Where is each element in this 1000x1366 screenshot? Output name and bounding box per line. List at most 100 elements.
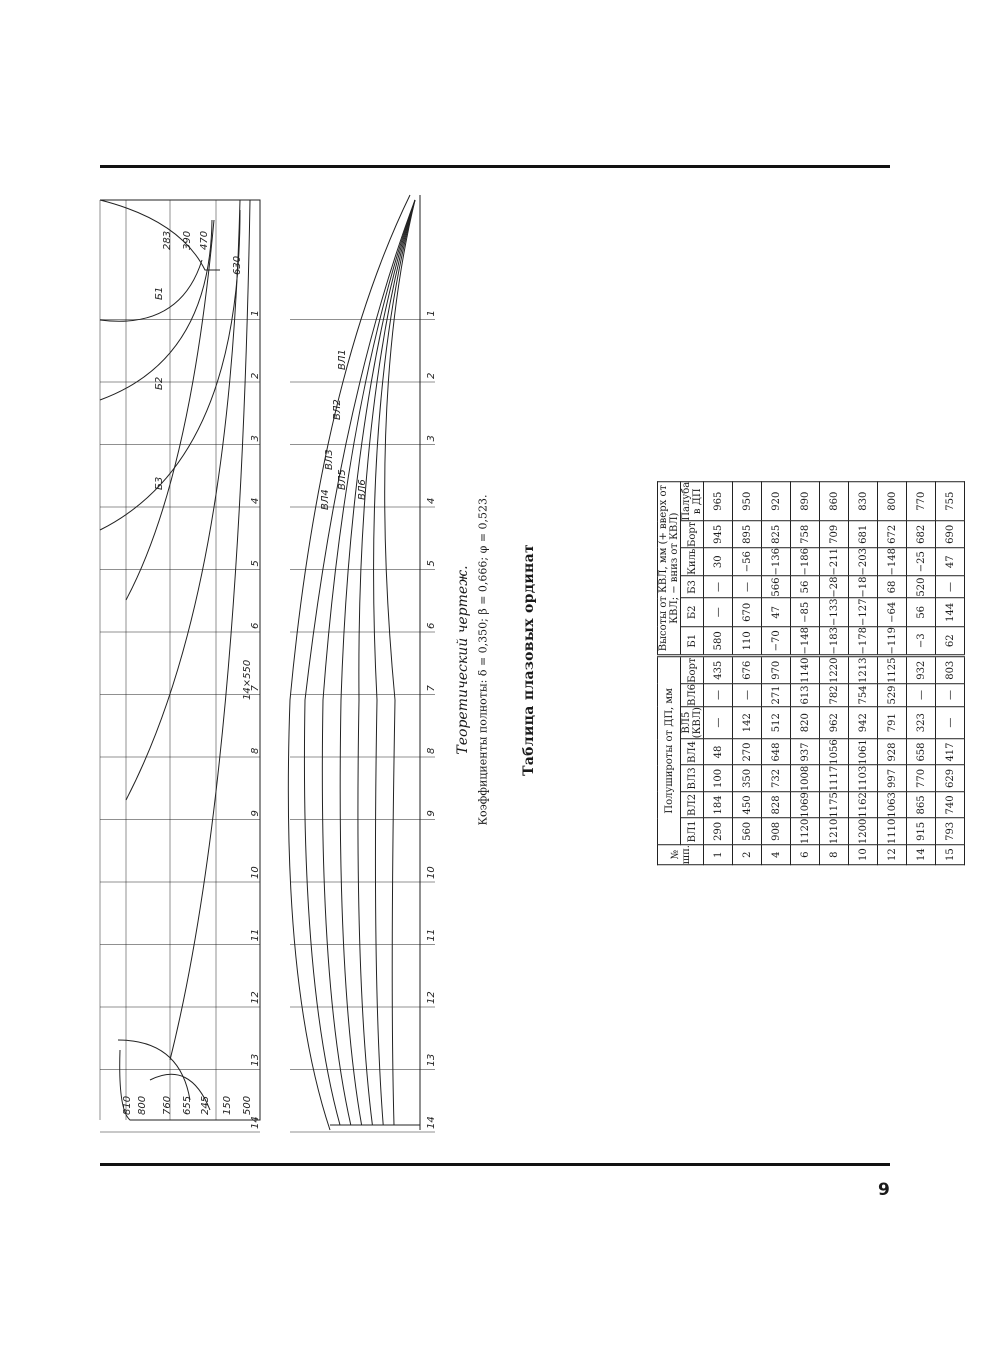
- table-cell: −133: [819, 598, 849, 627]
- transom-curve: [117, 1039, 191, 1101]
- station-label: 2: [426, 373, 437, 379]
- profile-frame: [100, 199, 261, 1121]
- table-cell: 435: [703, 656, 733, 684]
- buttock-label: Б3: [154, 477, 165, 490]
- dimension-label: 390: [182, 231, 193, 250]
- table-cell: 962: [819, 706, 849, 739]
- table-cell: 932: [906, 656, 936, 684]
- waterline-label: ВЛ5: [337, 469, 348, 490]
- buttock-label: Б2: [154, 377, 165, 390]
- transom-curve: [149, 1073, 211, 1111]
- table-cell: 184: [703, 791, 733, 819]
- table-title: Таблица плазовых ординат: [521, 544, 537, 776]
- table-cell: 68: [877, 575, 907, 599]
- table-cell: 350: [732, 765, 762, 792]
- drawing-caption: Теоретический чертеж.: [455, 565, 471, 755]
- dimension-label: 283: [162, 231, 173, 250]
- table-cell: 682: [906, 521, 936, 548]
- station-label: 4: [426, 498, 437, 504]
- table-cell: 1061: [848, 738, 878, 766]
- table-cell: −183: [819, 626, 849, 657]
- col-header: Б1: [680, 626, 704, 657]
- col-header: Киль: [680, 547, 704, 576]
- table-cell: 895: [732, 521, 762, 548]
- table-cell: −127: [848, 598, 878, 627]
- station-label: 12: [250, 991, 261, 1004]
- spacing-label: 14×550: [242, 660, 253, 700]
- table-cell: 417: [935, 738, 965, 766]
- table-cell: 30: [703, 547, 733, 576]
- waterline-curve: [321, 199, 416, 1126]
- table-cell: 1140: [790, 656, 820, 684]
- table-cell: 1162: [848, 791, 878, 819]
- table-cell: —: [703, 683, 733, 707]
- station-label: 13: [250, 1054, 261, 1067]
- table-cell: 47: [761, 598, 791, 627]
- table-cell: 512: [761, 706, 791, 739]
- table-cell: −56: [732, 547, 762, 576]
- table-cell: 920: [761, 481, 791, 522]
- half-breadths-group-header: Полуширoты от ДП, мм: [657, 656, 681, 845]
- dimension-label: 470: [199, 231, 210, 250]
- col-header: ВЛ5 (КВЛ): [680, 706, 704, 739]
- table-cell: 915: [906, 818, 936, 845]
- dimension-label: 800: [137, 1096, 148, 1115]
- table-cell: 142: [732, 706, 762, 739]
- col-header: Борт: [680, 521, 704, 548]
- table-cell: 965: [703, 481, 733, 522]
- dimension-label: 630: [232, 256, 243, 275]
- dimension-label: 245: [200, 1096, 211, 1115]
- table-cell: 270: [732, 738, 762, 766]
- table-cell: −119: [877, 626, 907, 657]
- table-cell: 1125: [877, 656, 907, 684]
- station-label: 11: [250, 929, 261, 942]
- station-cell: 2: [732, 844, 762, 865]
- table-cell: 1220: [819, 656, 849, 684]
- waterline-label: ВЛ3: [324, 449, 335, 470]
- table-cell: 566: [761, 575, 791, 599]
- table-cell: —: [906, 683, 936, 707]
- table-cell: 1175: [819, 791, 849, 819]
- col-header: ВЛ3: [680, 765, 704, 792]
- waterline-label: ВЛ4: [320, 489, 331, 510]
- table-cell: 529: [877, 683, 907, 707]
- table-cell: 830: [848, 481, 878, 522]
- table-cell: 62: [935, 626, 965, 657]
- station-label: 3: [250, 435, 261, 441]
- station-cell: 8: [819, 844, 849, 865]
- table-cell: −85: [790, 598, 820, 627]
- station-label: 2: [250, 373, 261, 379]
- table-cell: 1200: [848, 818, 878, 845]
- buttock-label: Б1: [154, 287, 165, 300]
- table-cell: 580: [703, 626, 733, 657]
- table-cell: 1008: [790, 765, 820, 792]
- station-label: 14: [250, 1116, 261, 1129]
- station-cell: 6: [790, 844, 820, 865]
- station-cell: 1: [703, 844, 733, 865]
- table-cell: 1213: [848, 656, 878, 684]
- table-cell: −203: [848, 547, 878, 576]
- profile-view: [99, 199, 261, 1133]
- table-cell: 323: [906, 706, 936, 739]
- table-cell: 47: [935, 547, 965, 576]
- station-label: 12: [426, 991, 437, 1004]
- station-label: 6: [426, 623, 437, 629]
- station-label: 7: [426, 685, 437, 692]
- table-cell: —: [732, 575, 762, 599]
- table-cell: 942: [848, 706, 878, 739]
- table-cell: 770: [906, 481, 936, 522]
- heights-group-header: Высоты от КВЛ, мм (+ вверх от КВЛ; − вни…: [657, 481, 681, 657]
- bottom-rule: [100, 1163, 890, 1166]
- station-label: 1: [426, 310, 437, 316]
- waterline-curve: [357, 199, 416, 1126]
- table-cell: 782: [819, 683, 849, 707]
- table-cell: 890: [790, 481, 820, 522]
- table-cell: 928: [877, 738, 907, 766]
- col-station-header: № шп.: [657, 844, 704, 865]
- table-cell: 828: [761, 791, 791, 819]
- table-cell: −178: [848, 626, 878, 657]
- table-cell: 690: [935, 521, 965, 548]
